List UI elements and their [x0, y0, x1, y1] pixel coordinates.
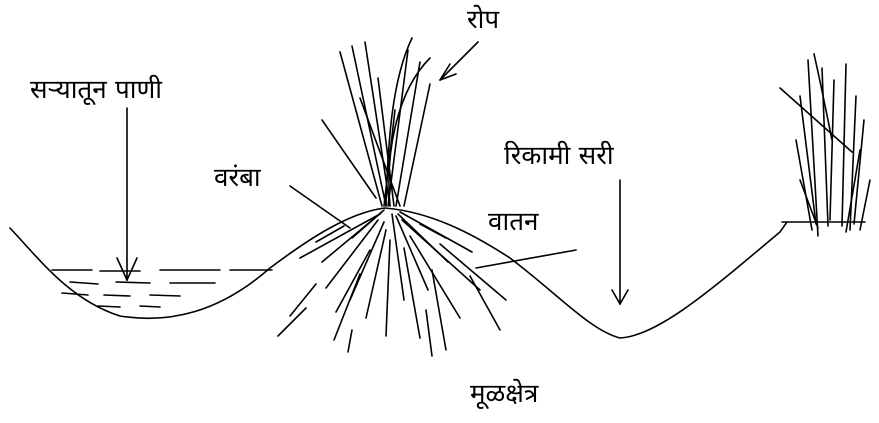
label-moisture: वातन [488, 207, 539, 237]
seedling-arrow [440, 42, 478, 80]
seedling-stalks [322, 38, 430, 206]
empty-furrow-arrow [612, 180, 628, 304]
label-root-zone: मूळक्षेत्र [470, 378, 539, 410]
moisture-leader [476, 250, 576, 268]
label-seedling: रोप [467, 4, 500, 35]
label-water-in-furrow: सऱ्यातून पाणी [30, 74, 163, 106]
water-surface [52, 270, 272, 307]
water-arrow [117, 108, 137, 280]
label-empty-furrow: रिकामी सरी [504, 140, 615, 171]
label-ridge: वरंबा [214, 163, 262, 193]
ridge-leader [290, 186, 350, 228]
root-system [278, 210, 506, 356]
bank-grass [780, 54, 870, 236]
